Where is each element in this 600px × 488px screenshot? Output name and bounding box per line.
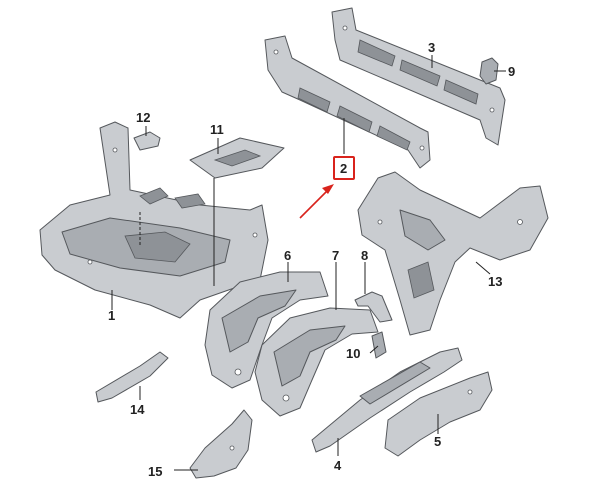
part-3-upper-cross-member[interactable] [331,7,506,146]
callout-10: 10 [346,346,360,361]
callout-11: 11 [210,122,224,137]
part-4-rail[interactable] [311,347,463,453]
callout-8: 8 [361,248,368,263]
part-8-bracket[interactable] [354,291,393,323]
callout-2: 2 [340,161,347,176]
callout-13: 13 [488,274,502,289]
highlight-arrow-head [322,184,334,194]
part-7-wheel-house-right[interactable] [254,307,379,417]
part-15-lower-bracket[interactable] [189,409,253,479]
callout-3: 3 [428,40,435,55]
part-10-bracket[interactable] [371,331,387,359]
callout-4: 4 [334,458,342,473]
highlight-arrow [299,189,329,219]
callout-1: 1 [108,308,115,323]
leader-lines [111,55,506,471]
callout-15: 15 [148,464,162,479]
callout-5: 5 [434,434,441,449]
part-13-side-member[interactable] [357,171,549,336]
part-9-bracket[interactable] [479,57,499,85]
callout-9: 9 [508,64,515,79]
part-14-support[interactable] [95,351,169,403]
highlight-box-part-2 [333,156,355,180]
part-12-clip[interactable] [133,131,161,151]
callout-7: 7 [332,248,339,263]
part-11-panel[interactable] [189,137,285,179]
callout-6: 6 [284,248,291,263]
part-1-rear-floor[interactable] [39,121,269,319]
part-2-rear-cross-member[interactable] [264,35,431,169]
callout-14: 14 [130,402,145,417]
part-6-wheel-house-left[interactable] [204,271,329,389]
callout-12: 12 [136,110,150,125]
